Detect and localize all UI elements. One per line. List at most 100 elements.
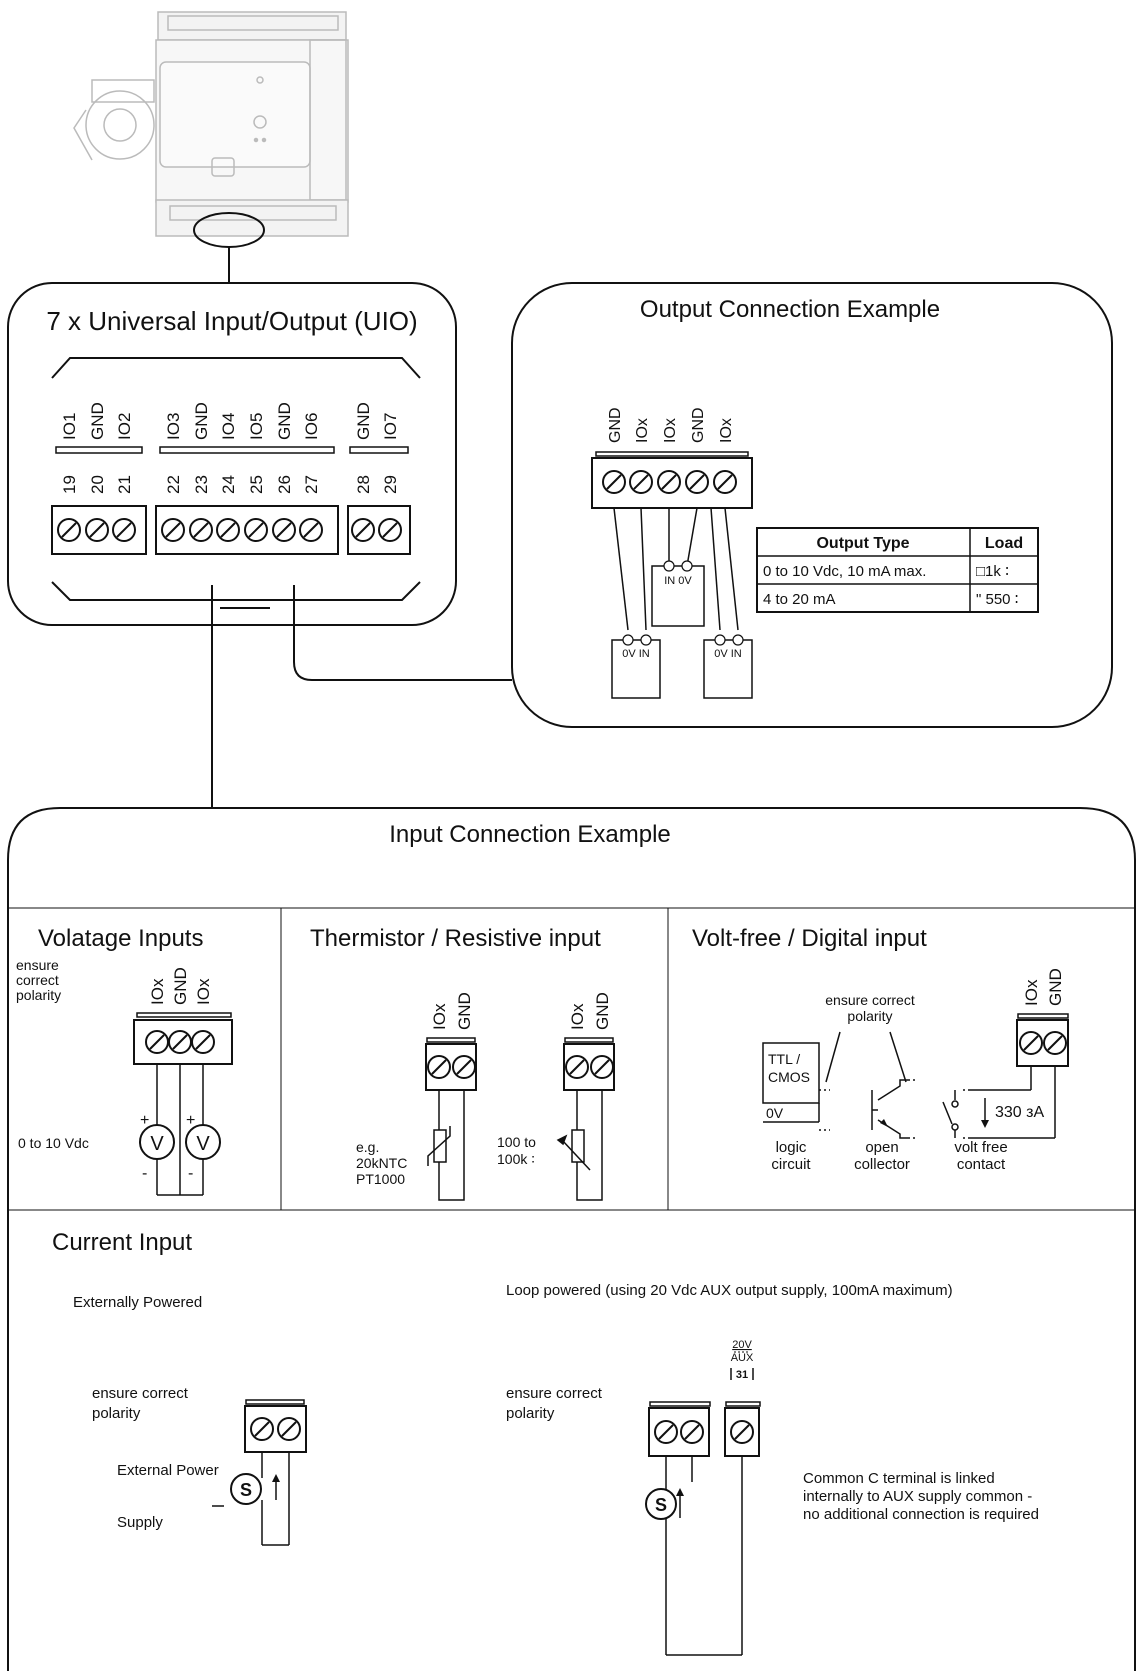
terminal-number: 28 — [354, 475, 373, 494]
output-type-table: Output Type Load 0 to 10 Vdc, 10 mA max.… — [756, 527, 1039, 613]
right-box-label: 0V IN — [714, 648, 742, 660]
external-power: Supply — [117, 1514, 163, 1531]
voltage-range: 0 to 10 Vdc — [18, 1135, 89, 1151]
aux-terminal-number: 31 — [736, 1369, 748, 1381]
terminal-label: IO6 — [302, 413, 321, 440]
screw-terminal — [216, 518, 240, 542]
terminal-label: GND — [88, 402, 107, 440]
controller-device — [73, 11, 349, 237]
screw-terminal — [565, 1055, 589, 1079]
screw-terminal — [654, 1420, 678, 1444]
note: ensure correct — [506, 1385, 603, 1402]
minus-sign: - — [142, 1165, 147, 1182]
terminal-number: 24 — [219, 475, 238, 494]
screw-terminal — [452, 1055, 476, 1079]
plus-sign: + — [186, 1112, 195, 1129]
terminal-number: 26 — [275, 475, 294, 494]
table-header-type: Output Type — [816, 535, 909, 552]
screw-terminal — [730, 1420, 754, 1444]
terminal-label: GND — [354, 402, 373, 440]
resistor-range: 100 to — [497, 1134, 536, 1150]
ttl-label: CMOS — [768, 1069, 810, 1085]
terminal-number: 27 — [302, 475, 321, 494]
screw-terminal — [299, 518, 323, 542]
output-screw-terminals — [602, 470, 737, 494]
terminal-label: IO1 — [60, 413, 79, 440]
terminal-label: IOx — [148, 978, 167, 1005]
terminal-label: IOx — [194, 978, 213, 1005]
screw-terminal — [1019, 1031, 1043, 1055]
table-cell: 0 to 10 Vdc, 10 mA max. — [763, 563, 926, 580]
voltmeter-symbol: V — [196, 1133, 210, 1155]
terminal-number: 29 — [381, 475, 400, 494]
voltage-note: polarity — [16, 987, 61, 1003]
caption: logic — [776, 1139, 807, 1156]
center-box-label: IN 0V — [664, 575, 692, 587]
current-input-section: Current Input Externally Powered Loop po… — [52, 1229, 1039, 1656]
terminal-label: IOx — [568, 1003, 587, 1030]
screw-terminal — [57, 518, 81, 542]
aux-label: AUX — [731, 1352, 754, 1364]
terminal-label: IO4 — [219, 413, 238, 440]
external-label: Externally Powered — [73, 1294, 202, 1311]
terminal-label: GND — [607, 407, 624, 443]
sensor-symbol: S — [240, 1480, 252, 1500]
voltfree-note: ensure correct — [825, 992, 915, 1008]
screw-terminal — [351, 518, 375, 542]
sensor-symbol: S — [655, 1495, 667, 1515]
note: polarity — [92, 1405, 141, 1422]
terminal-number: 21 — [115, 475, 134, 494]
zero-v-label: 0V — [766, 1105, 784, 1121]
output-example-panel: Output Connection Example GND IOx IOx GND IO… — [511, 282, 1113, 728]
aux-label: 20V — [732, 1339, 752, 1351]
terminal-label: GND — [593, 992, 612, 1030]
left-box-label: 0V IN — [622, 648, 650, 660]
screw-terminal — [629, 470, 653, 494]
uio-terminal-numbers: 19 20 21 22 23 24 25 26 27 28 29 — [60, 475, 400, 494]
caption: contact — [957, 1156, 1006, 1173]
terminal-number: 23 — [192, 475, 211, 494]
screw-terminal — [161, 518, 185, 542]
terminal-label: IOx — [430, 1003, 449, 1030]
caption: open — [865, 1139, 898, 1156]
screw-terminal — [277, 1417, 301, 1441]
thermistor-example: PT1000 — [356, 1171, 405, 1187]
terminal-label: IO2 — [115, 413, 134, 440]
terminal-number: 25 — [247, 475, 266, 494]
terminal-number: 19 — [60, 475, 79, 494]
terminal-label: IOx — [662, 418, 679, 443]
terminal-label: GND — [690, 407, 707, 443]
voltage-note: correct — [16, 972, 59, 988]
voltage-title: Volatage Inputs — [38, 925, 203, 952]
terminal-label: IO7 — [381, 413, 400, 440]
caption: volt free — [954, 1139, 1007, 1156]
terminal-label: IOx — [718, 418, 735, 443]
screw-terminal — [657, 470, 681, 494]
screw-terminal — [1043, 1031, 1067, 1055]
table-cell: □1k ∶ — [976, 563, 1009, 580]
screw-terminal — [680, 1420, 704, 1444]
screw-terminal — [85, 518, 109, 542]
loop-label: Loop powered (using 20 Vdc AUX output su… — [506, 1282, 953, 1299]
terminal-number: 22 — [164, 475, 183, 494]
note: polarity — [506, 1405, 555, 1422]
terminal-label: GND — [192, 402, 211, 440]
screw-terminal — [713, 470, 737, 494]
screw-terminal — [112, 518, 136, 542]
table-cell: 4 to 20 mA — [763, 591, 836, 608]
terminal-number: 20 — [88, 475, 107, 494]
terminal-label: IO3 — [164, 413, 183, 440]
terminal-label: IOx — [634, 418, 651, 443]
resistor-range: 100k ∶ — [497, 1151, 535, 1167]
output-title: Output Connection Example — [640, 296, 940, 323]
voltfree-title: Volt-free / Digital input — [692, 925, 927, 952]
screw-terminal — [168, 1030, 192, 1054]
thermistor-example: e.g. — [356, 1139, 379, 1155]
table-header-load: Load — [985, 535, 1023, 552]
voltage-inputs-section: Volatage Inputs ensure correct polarity … — [16, 925, 233, 1196]
thermistor-title: Thermistor / Resistive input — [310, 925, 601, 952]
